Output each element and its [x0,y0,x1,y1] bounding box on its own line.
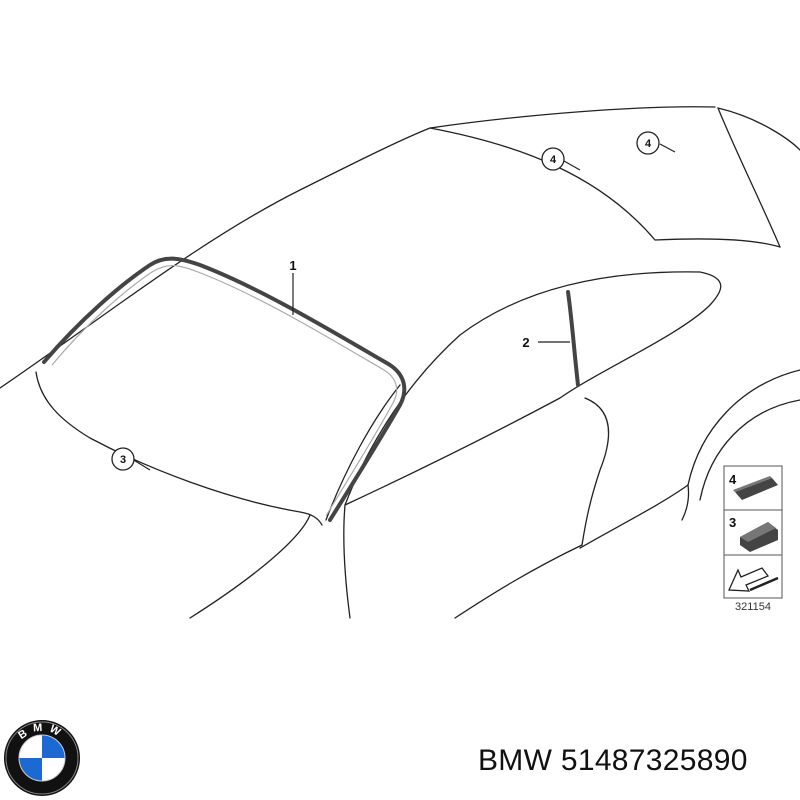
svg-text:1: 1 [289,258,296,273]
legend-item-3: 3 [729,515,778,552]
part-number-caption: BMW 51487325890 [478,744,748,777]
parts-legend: 4 3 321154 [723,465,783,613]
windshield-seal [42,256,407,522]
legend-arrow [728,567,779,592]
svg-text:4: 4 [550,154,557,166]
callout-4-roof: 4 [541,147,565,171]
svg-text:4: 4 [645,138,652,150]
svg-text:3: 3 [729,515,736,530]
svg-text:4: 4 [729,472,737,487]
arrow-icon [728,567,770,592]
legend-item-4: 4 [729,472,778,500]
adhesive-strip-icon [735,478,778,500]
callout-1: 1 [289,258,296,273]
callout-3: 3 [111,447,135,471]
car-outline [0,106,800,619]
svg-text:2: 2 [522,335,529,350]
bmw-logo: BMW [4,720,80,796]
callout-4-rear: 4 [636,131,660,155]
diagram-code: 321154 [735,601,771,613]
svg-text:3: 3 [120,454,126,466]
callout-2: 2 [522,335,529,350]
window-trim-strip [566,290,580,387]
